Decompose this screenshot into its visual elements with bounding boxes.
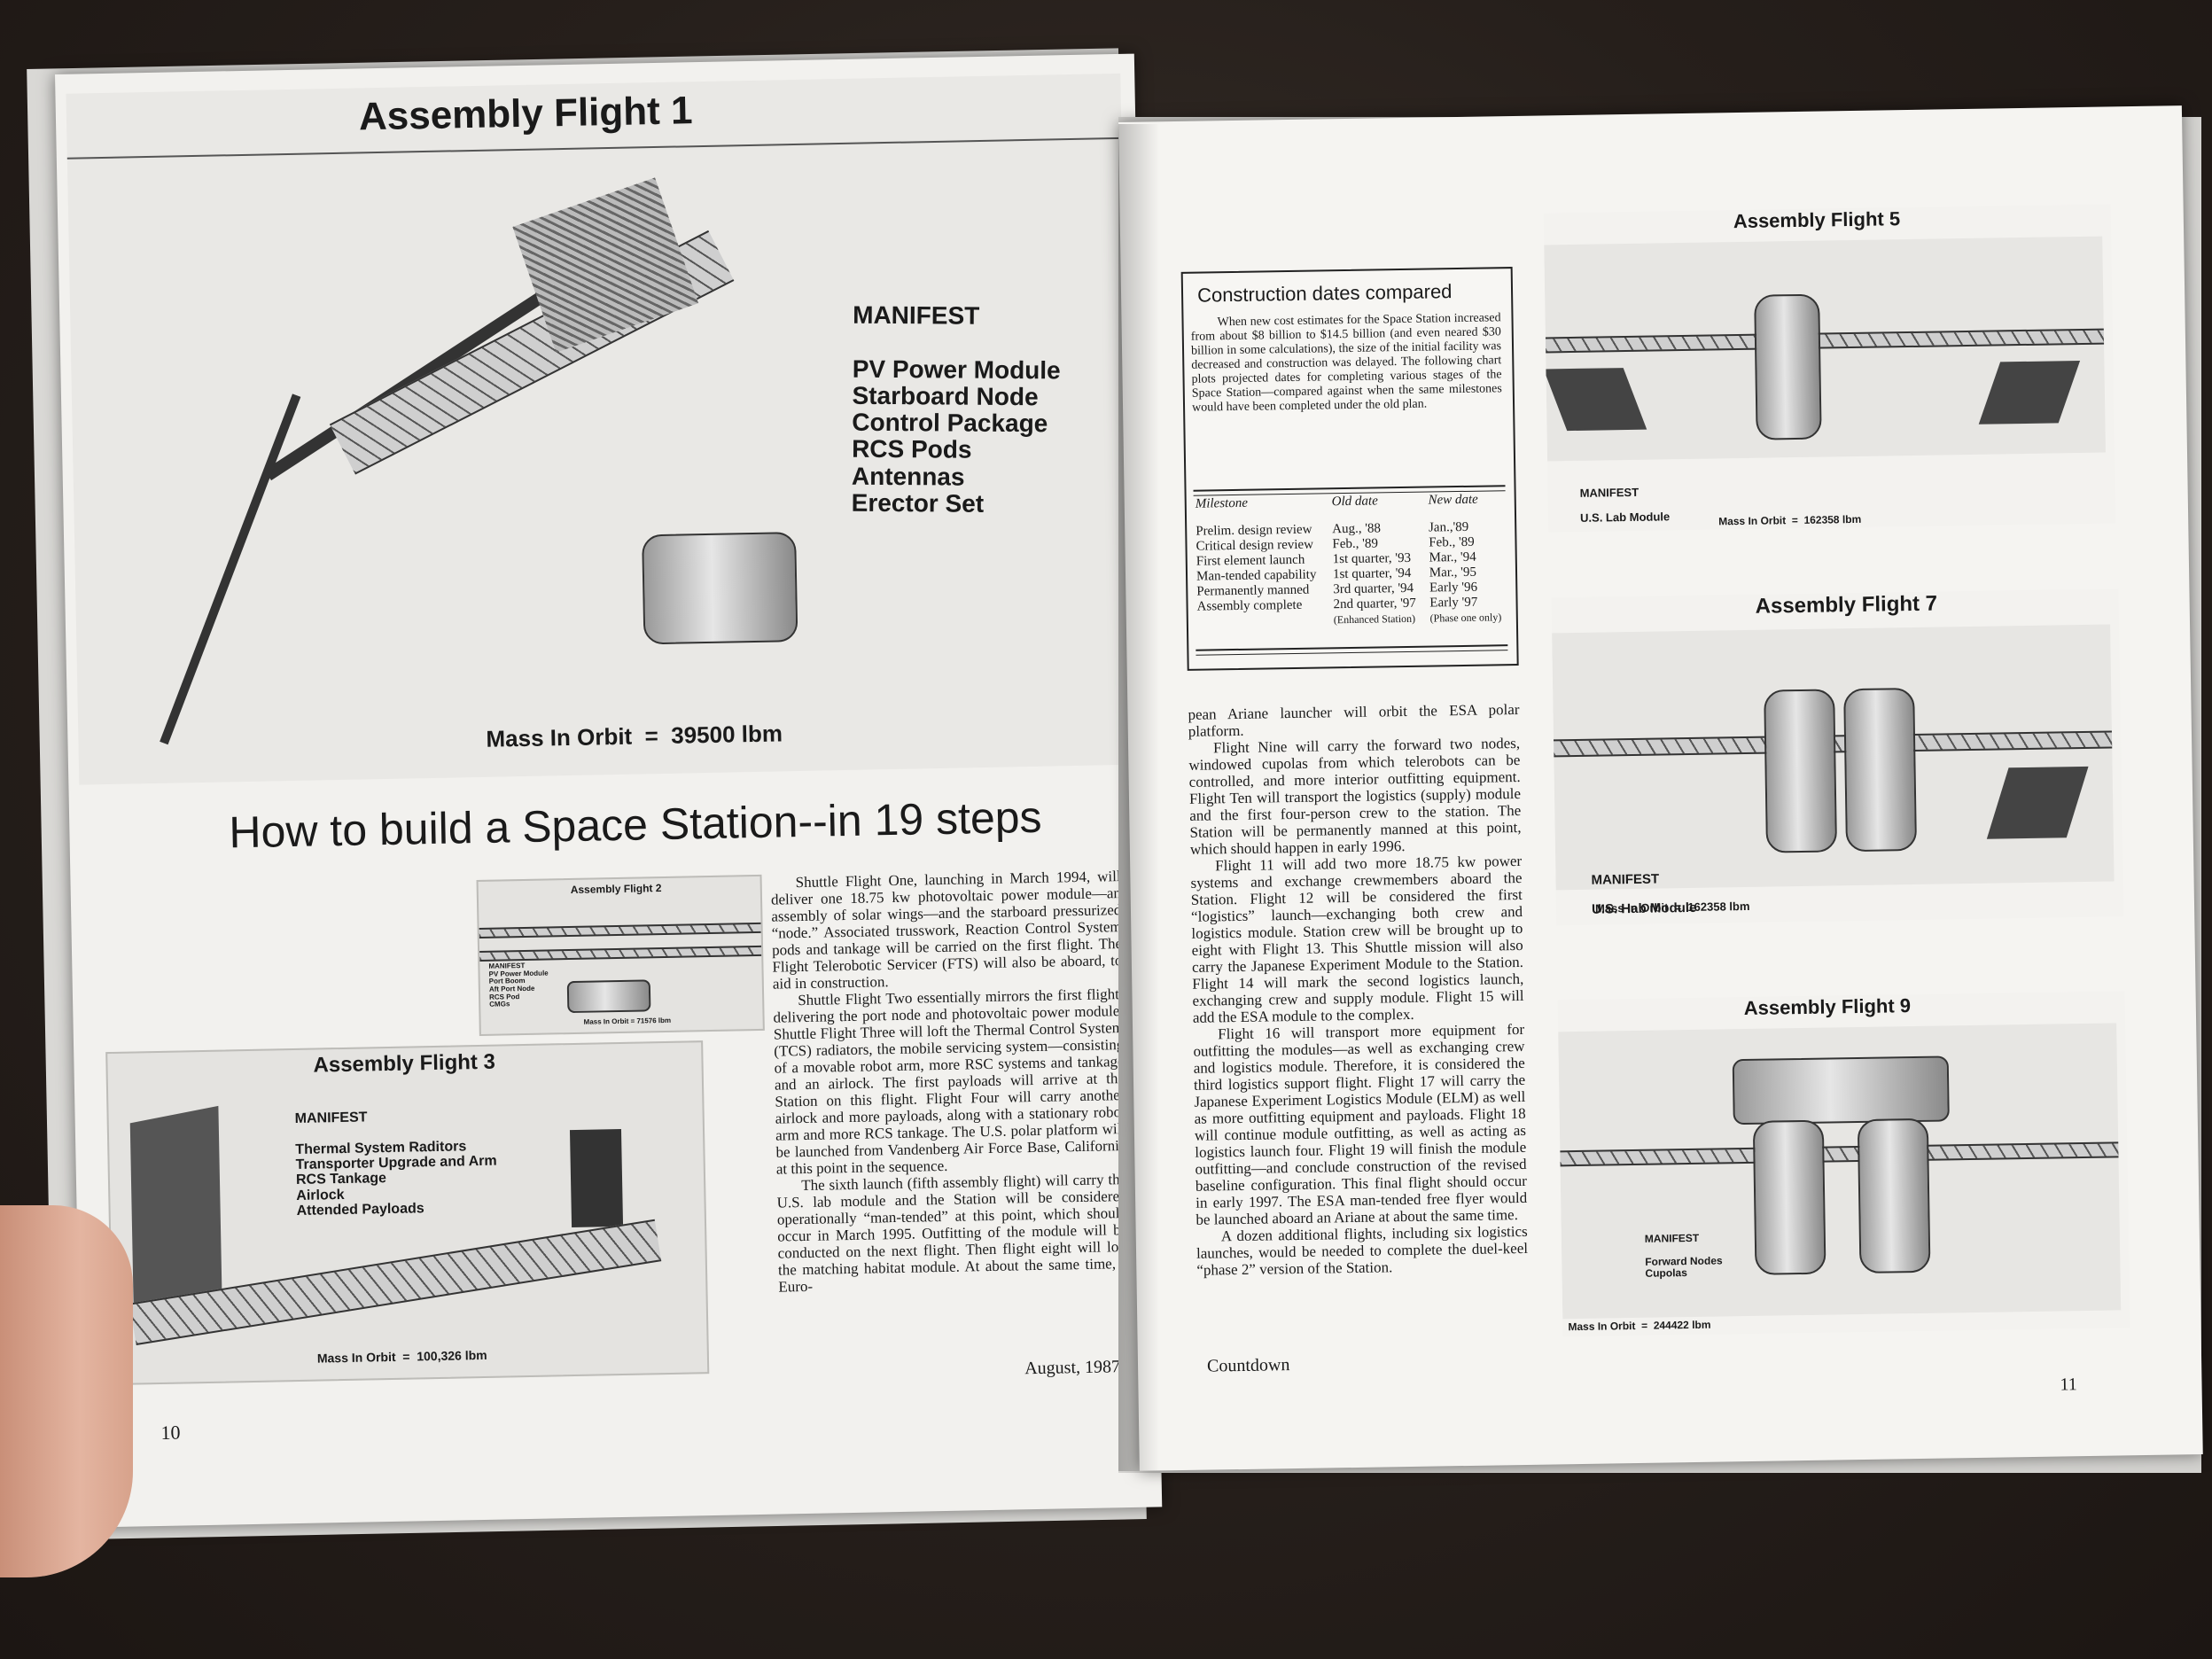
flight5-title: Assembly Flight 5 xyxy=(1733,207,1901,233)
table-cell: Feb., '89 xyxy=(1332,536,1379,552)
flight2-figure: Assembly Flight 2 MANIFEST PV Power Modu… xyxy=(476,874,765,1037)
title-rule xyxy=(66,136,1122,160)
flight7-manifest-heading: MANIFEST xyxy=(1591,871,1660,888)
article-column-left: Shuttle Flight One, launching in March 1… xyxy=(770,868,1128,1295)
flight9-manifest: MANIFEST Forward Nodes Cupolas xyxy=(1645,1220,1724,1290)
flight5-manifest-heading: MANIFEST xyxy=(1579,485,1640,500)
flight1-title: Assembly Flight 1 xyxy=(358,89,693,139)
box-title: Construction dates compared xyxy=(1196,280,1453,307)
flight1-manifest-heading: MANIFEST xyxy=(853,300,980,330)
flight5-mass: Mass In Orbit = 162358 lbm xyxy=(1718,512,1862,528)
table-cell: Mar., '95 xyxy=(1429,565,1477,580)
flight1-manifest: MANIFEST PV Power Module Starboard Node … xyxy=(851,276,1061,545)
box-rule-bottom xyxy=(1196,644,1508,656)
flight7-hab-module-a xyxy=(1764,689,1838,853)
flight3-manifest: MANIFEST Thermal System Raditors Transpo… xyxy=(294,1093,498,1235)
table-cell: Aug., '88 xyxy=(1332,521,1382,537)
flight1-mast xyxy=(160,393,301,745)
flight9-figure: Assembly Flight 9 MANIFEST Forward Nodes… xyxy=(1557,991,2130,1337)
flight1-mass: Mass In Orbit = 39500 lbm xyxy=(486,720,783,752)
flight9-manifest-heading: MANIFEST xyxy=(1644,1231,1700,1245)
table-cell: Mar., '94 xyxy=(1429,549,1476,565)
flight2-truss-lower xyxy=(479,945,762,962)
flight3-radiator-right xyxy=(569,1128,624,1228)
flight7-manifest: MANIFEST U.S. Hab Module xyxy=(1591,858,1697,925)
paragraph: Shuttle Flight Two essentially mirrors t… xyxy=(773,985,1126,1178)
flight3-figure: Assembly Flight 3 MANIFEST Thermal Syste… xyxy=(105,1040,710,1386)
flight7-mass: Mass In Orbit = 162358 lbm xyxy=(1594,899,1750,915)
flight9-manifest-items: Forward Nodes Cupolas xyxy=(1645,1254,1723,1280)
dates-sidebar-box: Construction dates compared When new cos… xyxy=(1180,267,1519,671)
table-cell: 1st quarter, '94 xyxy=(1332,565,1412,582)
table-cell xyxy=(1194,612,1330,629)
flight5-manifest-items: U.S. Lab Module xyxy=(1579,510,1671,525)
page-number-right: 11 xyxy=(2060,1375,2077,1395)
milestones-table: Milestone Old date New date Prelim. desi… xyxy=(1192,492,1511,630)
flight7-figure: Assembly Flight 7 MANIFEST U.S. Hab Modu… xyxy=(1551,588,2124,926)
table-cell: Permanently manned xyxy=(1196,582,1310,599)
paragraph: Flight 11 will add two more 18.75 kw pow… xyxy=(1190,852,1524,1026)
paragraph: The sixth launch (fifth assembly flight)… xyxy=(776,1171,1129,1296)
paragraph: Shuttle Flight One, launching in March 1… xyxy=(770,868,1123,993)
paragraph: A dozen additional flights, including si… xyxy=(1196,1222,1529,1279)
table-cell: Critical design review xyxy=(1196,537,1314,554)
flight9-mass: Mass In Orbit = 244422 lbm xyxy=(1568,1318,1711,1334)
box-intro: When new cost estimates for the Space St… xyxy=(1190,311,1502,415)
table-cell: (Phase one only) xyxy=(1429,611,1502,625)
column-header: New date xyxy=(1428,492,1478,508)
table-cell: Jan.,'89 xyxy=(1428,519,1469,535)
article-column-right: pean Ariane launcher will orbit the ESA … xyxy=(1188,701,1528,1279)
flight5-figure: Assembly Flight 5 MANIFEST U.S. Lab Modu… xyxy=(1543,204,2116,533)
table-cell: Early '97 xyxy=(1429,595,1478,611)
table-cell: 1st quarter, '93 xyxy=(1332,550,1412,567)
table-cell: 3rd quarter, '94 xyxy=(1333,580,1414,597)
flight5-lab-module xyxy=(1754,293,1822,440)
paragraph: Flight Nine will carry the forward two n… xyxy=(1188,734,1522,858)
table-cell: (Enhanced Station) xyxy=(1333,611,1416,627)
flight3-mass: Mass In Orbit = 100,326 lbm xyxy=(316,1347,487,1366)
flight9-module-a xyxy=(1752,1119,1826,1275)
table-cell: Feb., '89 xyxy=(1429,534,1475,550)
issue-date: August, 1987 xyxy=(1024,1357,1121,1379)
flight3-title: Assembly Flight 3 xyxy=(313,1049,496,1078)
flight2-module xyxy=(566,979,651,1014)
flight1-manifest-items: PV Power Module Starboard Node Control P… xyxy=(851,354,1061,518)
flight7-hab-module-b xyxy=(1843,687,1918,853)
left-page: Assembly Flight 1 MANIFEST PV Power Modu… xyxy=(55,53,1163,1528)
book-gutter xyxy=(1118,124,1159,1471)
flight9-forward-node xyxy=(1732,1055,1950,1125)
flight1-figure: Assembly Flight 1 MANIFEST PV Power Modu… xyxy=(66,73,1134,785)
flight2-mass: Mass In Orbit = 71576 lbm xyxy=(583,1016,672,1026)
page-number-left: 10 xyxy=(160,1421,181,1444)
flight9-title: Assembly Flight 9 xyxy=(1743,994,1912,1020)
right-page: Construction dates compared When new cos… xyxy=(1118,105,2203,1471)
table-cell: 2nd quarter, '97 xyxy=(1333,596,1416,612)
article-headline: How to build a Space Station--in 19 step… xyxy=(228,791,1043,858)
flight2-title: Assembly Flight 2 xyxy=(570,882,662,896)
flight2-truss xyxy=(479,922,761,939)
paragraph: Flight 16 will transport more equipment … xyxy=(1193,1020,1528,1228)
flight2-manifest: MANIFEST PV Power Module Port Boom Aft P… xyxy=(488,962,549,1009)
flight7-title: Assembly Flight 7 xyxy=(1755,591,1938,619)
flight1-node xyxy=(642,532,798,645)
flight3-manifest-items: Thermal System Raditors Transporter Upgr… xyxy=(295,1139,497,1219)
flight9-module-b xyxy=(1857,1118,1931,1274)
column-header: Old date xyxy=(1331,494,1378,510)
paragraph: pean Ariane launcher will orbit the ESA … xyxy=(1188,700,1520,740)
flight3-radiator-left xyxy=(129,1105,222,1310)
flight5-manifest: MANIFEST U.S. Lab Module xyxy=(1579,473,1671,532)
hand-holding-book xyxy=(0,1205,133,1577)
flight3-manifest-heading: MANIFEST xyxy=(294,1110,368,1127)
table-cell: Early '96 xyxy=(1429,580,1478,596)
publication-name: Countdown xyxy=(1206,1355,1290,1376)
